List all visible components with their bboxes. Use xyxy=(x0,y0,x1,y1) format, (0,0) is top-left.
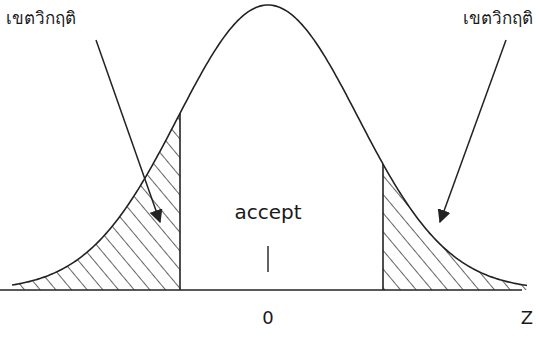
axis-value: 0 xyxy=(262,307,273,329)
leader-arrow xyxy=(96,40,160,222)
region-label: เขตวิกฤติ xyxy=(463,8,533,28)
region-label: เขตวิกฤติ xyxy=(6,8,76,28)
mean-tick xyxy=(267,246,268,272)
leader-arrow xyxy=(440,40,506,222)
critical-value-line xyxy=(179,113,181,290)
critical-region xyxy=(383,164,527,290)
critical-value-line xyxy=(382,164,384,290)
z-axis xyxy=(0,289,522,290)
acceptance-label: accept xyxy=(234,200,301,224)
critical-region xyxy=(12,113,180,290)
axis-name: Z xyxy=(521,307,533,329)
normal-curve xyxy=(12,5,527,285)
